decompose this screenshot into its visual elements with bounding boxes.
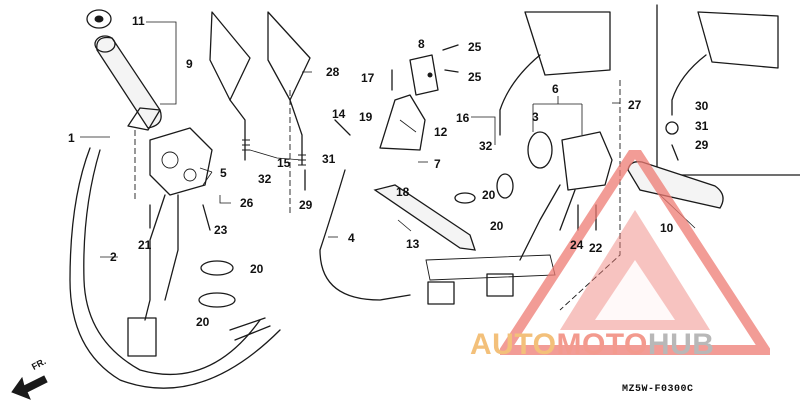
callout-28: 28 [326, 65, 340, 79]
left-mirror [209, 11, 251, 161]
connector-b [486, 273, 514, 297]
callout-20c: 20 [482, 188, 496, 202]
callout-27: 27 [628, 98, 642, 112]
clutch-lever-bracket [379, 54, 439, 151]
callout-26: 26 [240, 196, 254, 210]
callout-16: 16 [456, 111, 470, 125]
callout-12: 12 [434, 125, 448, 139]
cable-adjuster [229, 317, 271, 341]
front-arrow-icon [11, 375, 48, 400]
watermark-moto: MOTO [556, 328, 648, 361]
callout-23: 23 [214, 223, 228, 237]
callout-1: 1 [68, 131, 75, 145]
group-bracket-27 [559, 80, 621, 311]
callout-11: 11 [132, 14, 145, 28]
watermark-brand: AUTOMOTOHUB [470, 328, 714, 362]
callout-6: 6 [552, 82, 559, 96]
callout-5: 5 [220, 166, 227, 180]
left-grip [94, 35, 162, 131]
callout-3: 3 [532, 110, 539, 124]
callout-32a: 32 [258, 172, 272, 186]
callout-20a: 20 [250, 262, 264, 276]
top-mirror-right [499, 11, 611, 136]
callout-9: 9 [186, 57, 193, 71]
callout-20d: 20 [490, 219, 504, 233]
callout-10: 10 [660, 221, 674, 235]
callout-31b: 31 [695, 119, 709, 133]
callout-22: 22 [589, 241, 603, 255]
callout-21: 21 [138, 238, 152, 252]
callout-4: 4 [348, 231, 355, 245]
throttle-cable-a [69, 147, 281, 389]
right-switch-housing [519, 131, 613, 261]
clutch-lever [373, 184, 476, 251]
callout-25b: 25 [468, 70, 482, 84]
connector-a [427, 281, 455, 305]
callout-29b: 29 [695, 138, 709, 152]
inset-mirror [665, 11, 779, 135]
callout-30: 30 [695, 99, 709, 113]
throttle-cable-b [83, 149, 261, 376]
callout-15: 15 [277, 156, 291, 170]
clutch-cable [319, 169, 411, 301]
callout-14: 14 [332, 107, 346, 121]
bar-end-weight [86, 9, 112, 29]
callout-20b: 20 [196, 315, 210, 329]
callout-18: 18 [396, 185, 410, 199]
watermark-hub: HUB [647, 328, 715, 361]
diagram-code: MZ5W-F0300C [622, 384, 694, 395]
callout-24: 24 [570, 238, 584, 252]
callout-17: 17 [361, 71, 375, 85]
callout-7: 7 [434, 157, 441, 171]
callout-13: 13 [406, 237, 420, 251]
callout-29a: 29 [299, 198, 313, 212]
callout-19: 19 [359, 110, 373, 124]
watermark-triangle-icon [500, 150, 770, 355]
callout-8: 8 [418, 37, 425, 51]
callout-32b: 32 [479, 139, 493, 153]
callout-2: 2 [110, 250, 117, 264]
callout-31a: 31 [322, 152, 336, 166]
watermark-auto: AUTO [470, 328, 557, 361]
cable-clamps [198, 173, 514, 308]
callout-25a: 25 [468, 40, 482, 54]
right-mirror [267, 11, 311, 166]
left-switch-housing [144, 127, 213, 321]
switch-connector [127, 317, 157, 357]
